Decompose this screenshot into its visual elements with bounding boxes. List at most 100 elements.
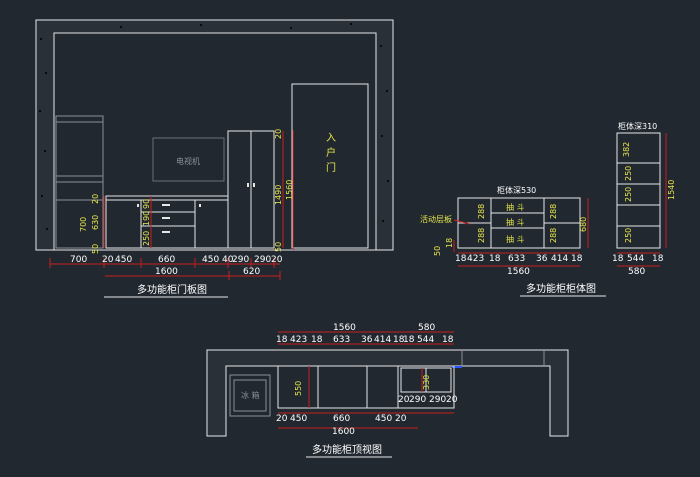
top-dim-544: 544 — [417, 335, 434, 345]
wall-hatch — [39, 23, 389, 230]
elevation-dim-v190: 190 — [142, 211, 151, 226]
elevation-dimension-lines — [49, 130, 294, 280]
body-dim-50: 50 — [433, 246, 442, 256]
elevation-wall — [35, 19, 394, 251]
elevation-dim-v20-top: 20 — [274, 129, 283, 139]
body-dim-414: 414 — [551, 254, 568, 264]
top-title: 多功能柜顶视图 — [312, 443, 382, 456]
top-dim-423: 423 — [290, 335, 307, 345]
body-dim-18a: 18 — [455, 254, 467, 264]
body-dim-18f: 18 — [445, 238, 454, 248]
body-dimension-lines — [453, 133, 667, 267]
door-label-1: 入 — [326, 133, 336, 144]
top-dim-330: 330 — [422, 375, 431, 390]
elevation-dim-700: 700 — [70, 255, 87, 265]
tv-outline — [152, 137, 225, 182]
elevation-dim-20a: 20 — [102, 255, 114, 265]
top-dim-1600: 1600 — [332, 427, 355, 437]
elevation-dim-v630: 630 — [91, 215, 100, 230]
elevation-dim-v50-right: 50 — [274, 242, 283, 252]
top-view: 冰 箱 1560 580 18 423 18 633 36 414 18 18 … — [206, 323, 569, 458]
top-dim-414: 414 — [374, 335, 391, 345]
top-dimension-lines — [278, 331, 454, 429]
body-dim-18d: 18 — [612, 254, 624, 264]
top-dim-450b: 450 — [375, 414, 392, 424]
body-title: 多功能柜柜体图 — [526, 282, 596, 295]
top-dim-18b: 18 — [311, 335, 323, 345]
top-dim-18e: 18 — [442, 335, 454, 345]
fridge-label: 冰 箱 — [241, 390, 260, 400]
body-dim-544: 544 — [627, 254, 644, 264]
body-dim-382: 382 — [622, 142, 631, 157]
body-dim-423: 423 — [467, 254, 484, 264]
elevation-dim-450a: 450 — [115, 255, 132, 265]
tall-shelf — [616, 132, 661, 249]
body-dim-18e: 18 — [652, 254, 664, 264]
top-dim-660: 660 — [333, 414, 350, 424]
depth-label-right: 柜体深310 — [618, 121, 657, 131]
top-dim-18c: 18 — [393, 335, 405, 345]
top-dim-633: 633 — [333, 335, 350, 345]
elevation-title: 多功能柜门板图 — [137, 283, 207, 296]
body-dim-1540: 1540 — [667, 180, 676, 200]
drawer-3: 抽 斗 — [506, 234, 525, 244]
body-dim-288c: 288 — [549, 204, 558, 219]
elevation-dim-450b: 450 — [202, 255, 219, 265]
low-cabinet — [105, 195, 229, 249]
door-label-2: 户 — [326, 146, 336, 159]
top-dim-1560: 1560 — [333, 323, 356, 333]
body-dim-18b: 18 — [489, 254, 501, 264]
body-dim-288d: 288 — [549, 228, 558, 243]
body-dim-680: 680 — [579, 217, 588, 232]
elevation-dim-v1490: 1490 — [274, 185, 283, 205]
elevation-dim-v250: 250 — [142, 231, 151, 246]
top-dim-290a: 290 — [409, 395, 426, 405]
drawer-2: 抽 斗 — [506, 217, 525, 227]
depth-label-left: 柜体深530 — [497, 185, 536, 195]
body-dim-250c: 250 — [624, 228, 633, 243]
top-dim-580: 580 — [418, 323, 435, 333]
top-dim-20c: 20 — [398, 395, 410, 405]
top-cabinet — [277, 365, 455, 409]
elevation-dim-1600: 1600 — [155, 267, 178, 277]
elevation-dim-290b: 290 — [254, 255, 271, 265]
elevation-dim-290a: 290 — [232, 255, 249, 265]
drawer-1: 抽 斗 — [506, 202, 525, 212]
body-dim-288b: 288 — [477, 228, 486, 243]
elevation-dim-v20: 20 — [91, 194, 100, 204]
body-view: 柜体深530 柜体深310 抽 斗 抽 斗 抽 斗 活动层板 18 423 — [420, 121, 676, 297]
body-dim-250b: 250 — [624, 187, 633, 202]
top-dim-36: 36 — [361, 335, 373, 345]
elevation-dim-v50: 50 — [91, 244, 100, 254]
top-dim-450a: 450 — [290, 414, 307, 424]
fridge-box — [229, 374, 271, 417]
door-label-3: 门 — [326, 161, 336, 174]
body-dim-36: 36 — [536, 254, 548, 264]
body-dim-288a: 288 — [477, 204, 486, 219]
top-dim-290b: 290 — [429, 395, 446, 405]
top-view-wall — [206, 349, 569, 437]
body-dim-580: 580 — [628, 267, 645, 277]
elevation-dim-660: 660 — [158, 255, 175, 265]
body-dim-250a: 250 — [624, 166, 633, 181]
elevation-dim-v1560: 1560 — [285, 180, 294, 200]
tv-label: 电视机 — [176, 156, 200, 166]
elevation-dim-20b: 20 — [271, 255, 283, 265]
top-dim-20d: 20 — [446, 395, 458, 405]
entrance-door — [291, 83, 369, 249]
top-dim-550: 550 — [294, 381, 303, 396]
body-dim-1560: 1560 — [507, 267, 530, 277]
elevation-dim-v700: 700 — [79, 217, 88, 232]
top-dim-20a: 20 — [276, 414, 288, 424]
shelf-label: 活动层板 — [420, 214, 452, 224]
body-dim-18c: 18 — [571, 254, 583, 264]
elevation-dim-40: 40 — [222, 255, 234, 265]
elevation-dim-620: 620 — [243, 267, 260, 277]
top-dim-20b: 20 — [395, 414, 407, 424]
elevation-dim-v90: 90 — [142, 199, 151, 209]
elevation-view: 电视机 入 户 门 — [35, 19, 394, 298]
body-dim-633: 633 — [508, 254, 525, 264]
top-dim-18d: 18 — [403, 335, 415, 345]
